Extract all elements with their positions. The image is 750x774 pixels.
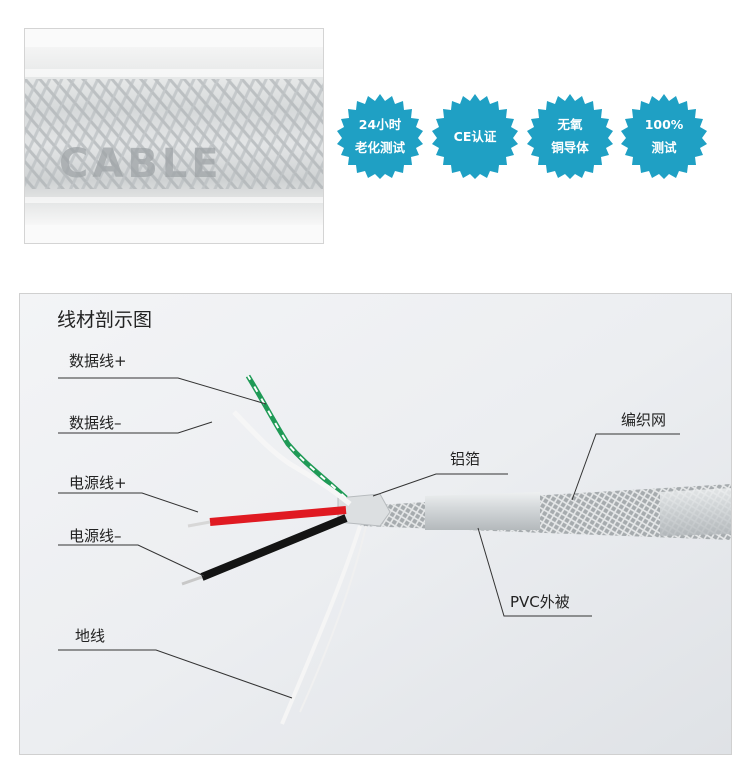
badge-line1: CE认证: [453, 128, 497, 144]
badge-line1: 无氧: [557, 117, 583, 132]
label-foil: 铝箔: [450, 450, 481, 468]
badge-seal-icon: [337, 94, 423, 179]
cable-watermark: CABLE: [59, 141, 223, 187]
label-pvc-jacket: PVC外被: [510, 593, 570, 611]
badge-ce-cert: CE认证: [432, 93, 518, 179]
label-data-plus: 数据线+: [69, 352, 127, 370]
badge-seal-icon: [527, 94, 613, 179]
badge-line1: 100%: [644, 117, 684, 132]
label-braid: 编织网: [621, 411, 667, 429]
diagram-title: 线材剖示图: [57, 309, 153, 331]
badge-seal-icon: [621, 94, 707, 179]
cable-diagram-photo: [20, 294, 731, 754]
badge-line2: 老化测试: [354, 140, 405, 155]
badge-line2: 铜导体: [551, 140, 589, 155]
badge-oxygen-free: 无氧 铜导体: [527, 93, 613, 179]
label-data-minus: 数据线–: [69, 414, 122, 432]
cable-diagram: 线材剖示图 数据线+ 数据线– 电源线+ 电源线– 地线 铝箔 编织网 PVC外…: [19, 293, 732, 755]
label-power-plus: 电源线+: [69, 474, 127, 492]
badge-aging-test: 24小时 老化测试: [337, 93, 423, 179]
badge-full-test: 100% 测试: [621, 93, 707, 179]
badge-seal-icon: [432, 94, 518, 179]
label-power-minus: 电源线–: [69, 527, 122, 545]
cable-closeup-image: CABLE: [25, 29, 323, 243]
badge-line2: 测试: [651, 140, 677, 155]
cable-closeup-photo: CABLE: [24, 28, 324, 244]
badge-line1: 24小时: [358, 117, 402, 132]
label-ground: 地线: [75, 627, 106, 645]
